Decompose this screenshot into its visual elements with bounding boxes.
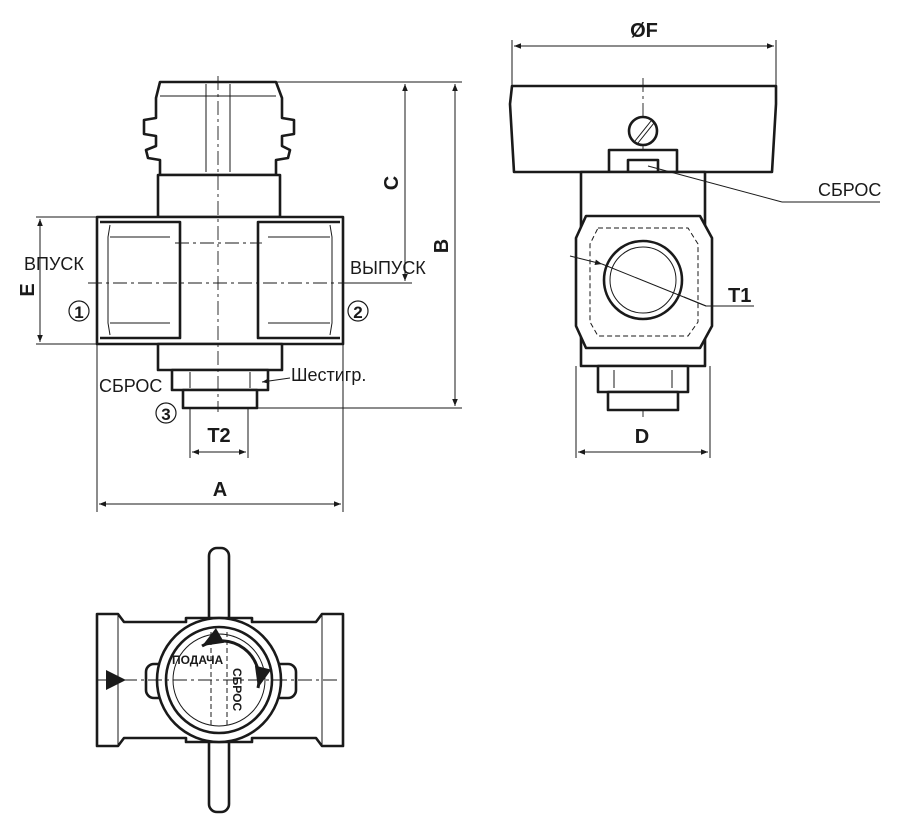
dim-f: ØF [630,20,658,42]
dim-t2: T2 [207,425,230,447]
port-marker-1: 1 [68,300,90,322]
vent-label-front: СБРОС [99,376,162,396]
outlet-bore [602,239,684,321]
port-marker-3: 3 [155,402,177,424]
inlet-label: ВПУСК [24,254,84,274]
inlet-port [100,220,182,340]
svg-text:1: 1 [74,303,83,322]
dim-e: E [17,283,39,296]
dim-d: D [635,426,649,448]
dim-b: B [431,239,453,253]
vent-port [181,388,259,410]
vent-label-dial: СБРОС [230,668,244,711]
rotation-arrow [201,628,272,689]
port-marker-2: 2 [347,300,369,322]
outlet-label: ВЫПУСК [350,258,426,278]
front-lower [156,342,284,372]
vent-label-side: СБРОС [818,180,881,200]
feed-label: ПОДАЧА [172,653,224,667]
hex-label: Шестигр. [291,365,366,385]
side-view: ØF D T1 СБРОС [508,20,881,458]
svg-text:2: 2 [353,303,362,322]
svg-text:3: 3 [161,405,170,424]
dim-t1: T1 [728,285,751,307]
hex-nut [170,368,270,392]
front-neck [156,173,282,219]
top-view: ПОДАЧА СБРОС [95,546,345,814]
front-view: E C B A T2 ВПУСК ВЫПУСК СБРОС Шестигр. 1… [17,76,462,512]
dim-a: A [213,479,227,501]
dim-c: C [381,176,403,190]
outlet-port [256,220,340,340]
